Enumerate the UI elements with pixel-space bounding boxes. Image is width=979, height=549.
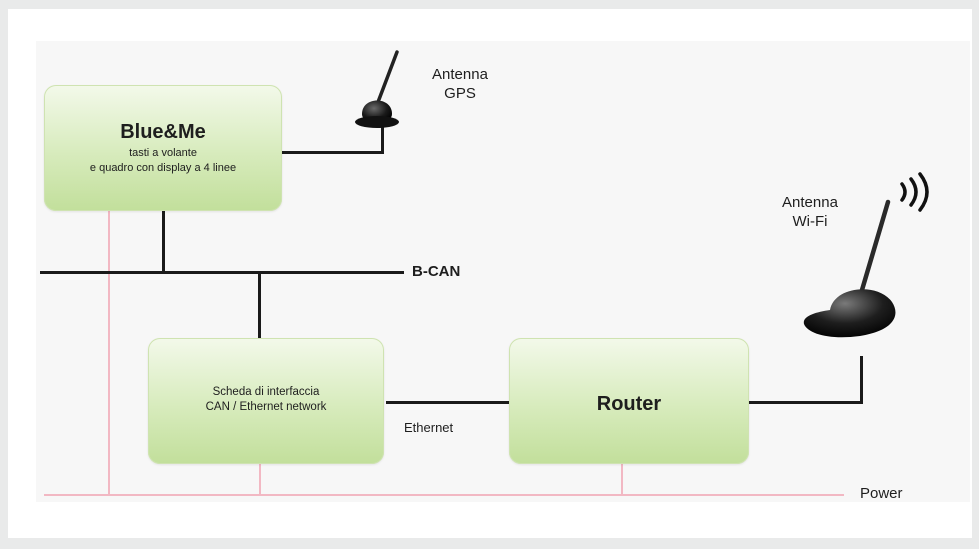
wifi-antenna-icon	[803, 199, 896, 338]
router-box: Router	[509, 338, 749, 464]
router-title: Router	[596, 393, 662, 415]
blueme-bus-connector	[162, 210, 165, 273]
power-label: Power	[860, 485, 903, 502]
wifi-antenna-cable-v	[860, 356, 863, 404]
gps-antenna-label: Antenna GPS	[420, 65, 500, 103]
wireless-signal-icon	[900, 172, 929, 212]
blueme-subtitle-line2: e quadro con display a 4 linee	[89, 162, 237, 174]
ethernet-line	[386, 401, 510, 404]
ethernet-label: Ethernet	[404, 420, 454, 435]
interface-line1: Scheda di interfaccia	[212, 386, 320, 398]
power-drop-router	[621, 463, 623, 495]
wifi-antenna-label-line2: Wi-Fi	[792, 213, 828, 230]
interface-board-box: Scheda di interfaccia CAN / Ethernet net…	[148, 338, 384, 464]
interface-line2: CAN / Ethernet network	[205, 401, 327, 413]
blueme-box: Blue&Me tasti a volante e quadro con dis…	[44, 85, 282, 211]
wifi-antenna-label: Antenna Wi-Fi	[760, 193, 860, 231]
power-line	[44, 494, 844, 496]
gps-antenna-cable-h	[258, 151, 384, 154]
interface-bus-connector	[258, 272, 261, 340]
gps-antenna-label-line1: Antenna	[432, 66, 488, 83]
bcan-label: B-CAN	[412, 263, 461, 280]
bcan-bus-line	[40, 271, 404, 274]
power-drop-blueme	[108, 210, 110, 495]
gps-antenna-label-line2: GPS	[444, 85, 476, 102]
gps-antenna-cable-v	[381, 126, 384, 154]
wifi-antenna-label-line1: Antenna	[782, 194, 838, 211]
power-drop-interface	[259, 463, 261, 495]
gps-antenna-icon	[355, 50, 399, 128]
blueme-title: Blue&Me	[120, 121, 206, 143]
blueme-subtitle-line1: tasti a volante	[129, 147, 197, 159]
wifi-antenna-cable-h	[748, 401, 863, 404]
